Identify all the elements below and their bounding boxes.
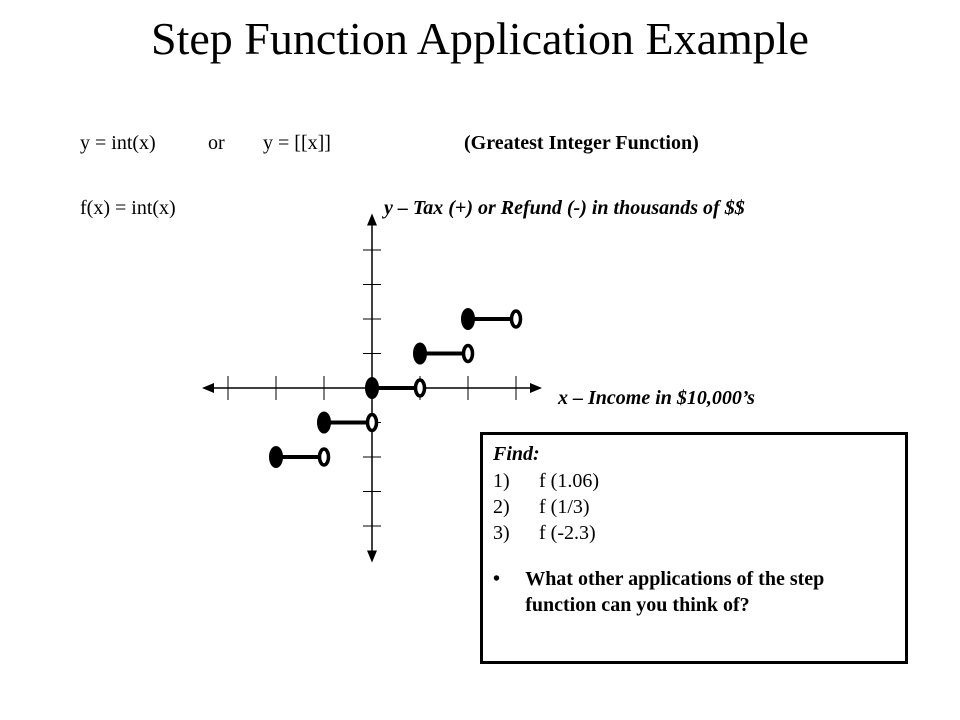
question-text: f (-2.3): [539, 522, 596, 544]
question-text: f (1.06): [539, 470, 599, 492]
question-item: 1) f (1.06): [493, 468, 895, 494]
question-text: f (1/3): [539, 496, 590, 518]
equation-brackets: y = [[x]]: [263, 132, 331, 154]
closed-endpoint: [317, 411, 331, 434]
open-endpoint: [365, 412, 379, 433]
function-definition: f(x) = int(x): [80, 197, 176, 219]
open-endpoint: [509, 309, 523, 329]
question-number: 3): [493, 522, 510, 544]
closed-endpoint: [365, 377, 379, 399]
function-name: (Greatest Integer Function): [464, 132, 699, 154]
question-number: 2): [493, 496, 510, 518]
bullet-icon: •: [493, 568, 501, 590]
equation-int: y = int(x): [80, 132, 156, 154]
page-title: Step Function Application Example: [151, 13, 809, 64]
question-item: 3) f (-2.3): [493, 520, 895, 546]
open-endpoint: [317, 447, 331, 467]
x-axis-label: x – Income in $10,000’s: [558, 387, 755, 409]
find-heading: Find:: [493, 443, 540, 465]
question-number: 1): [493, 470, 510, 492]
closed-endpoint: [461, 308, 475, 330]
open-endpoint: [461, 343, 475, 364]
closed-endpoint: [269, 446, 283, 468]
y-axis-label: y – Tax (+) or Refund (-) in thousands o…: [384, 197, 745, 219]
bullet-question: • What other applications of the step fu…: [493, 566, 895, 618]
question-item: 2) f (1/3): [493, 494, 895, 520]
find-box: Find: 1) f (1.06) 2) f (1/3) 3) f (-2.3)…: [480, 432, 908, 664]
closed-endpoint: [413, 342, 427, 365]
equation-or: or: [208, 132, 225, 154]
open-endpoint: [413, 378, 427, 398]
bullet-question-text: What other applications of the step func…: [525, 568, 825, 616]
